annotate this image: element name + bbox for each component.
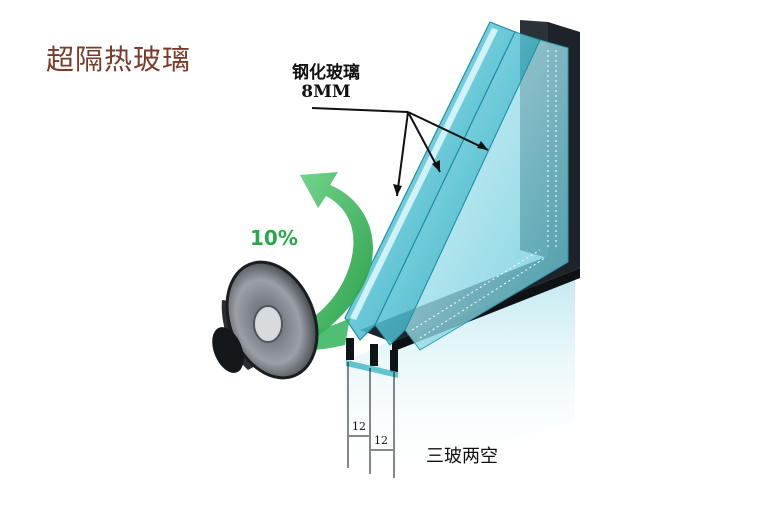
pane-edges	[346, 338, 398, 378]
percent-label: 10%	[250, 226, 298, 250]
page-title: 超隔热玻璃	[46, 43, 192, 76]
label-pointer-lines	[311, 107, 489, 197]
glass-pane-front	[344, 21, 516, 341]
speaker-icon	[212, 260, 319, 380]
glass-label-line1: 钢化玻璃	[292, 63, 360, 83]
bottom-label: 三玻两空	[426, 446, 498, 467]
glass-label-line2: 8MM	[301, 82, 351, 102]
dimension-lines	[347, 362, 395, 478]
spacer-dots	[411, 50, 557, 339]
glass-reflection	[345, 262, 575, 480]
gap1-label: 12	[352, 420, 366, 433]
gap2-label: 12	[374, 434, 388, 447]
label-pointer-heads	[393, 141, 488, 196]
